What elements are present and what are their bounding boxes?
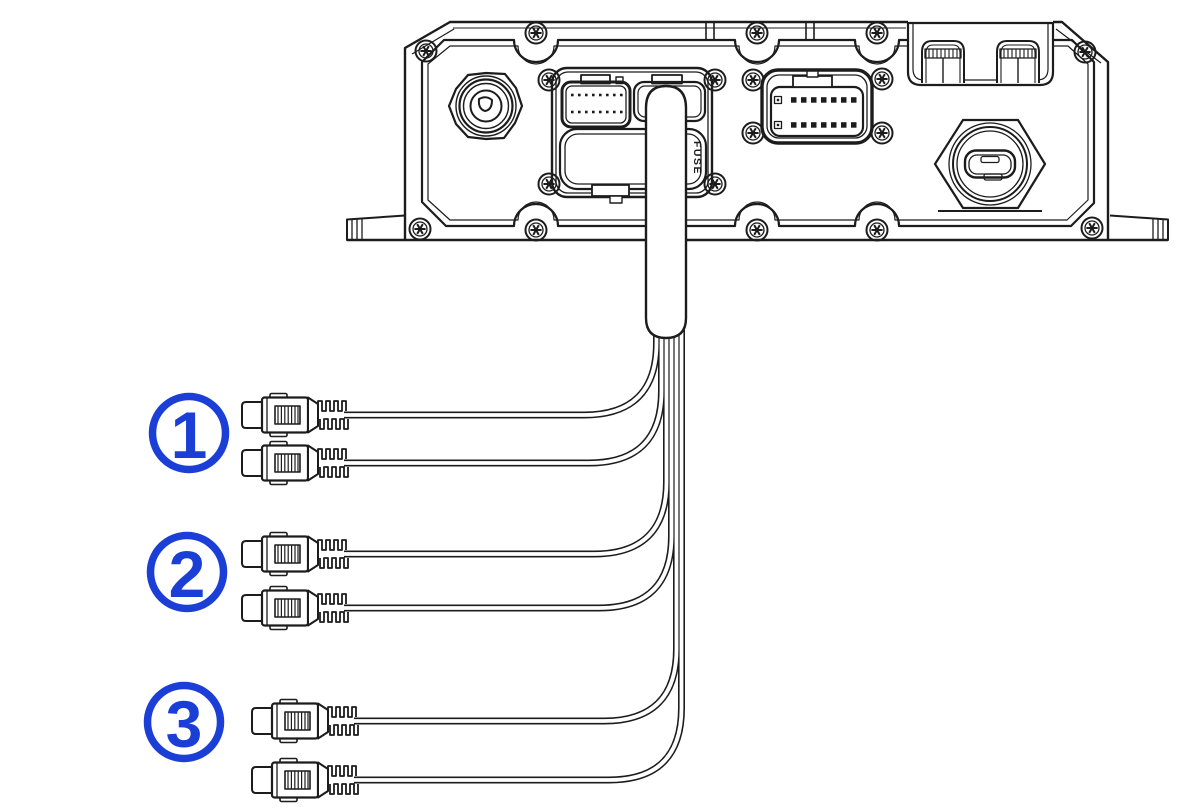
center-connector-block: FUSE <box>550 66 714 204</box>
pin-connector-b <box>760 68 874 145</box>
rca-pair-3 <box>250 698 360 803</box>
wire-harness <box>344 326 685 784</box>
rca-connector-2a <box>240 531 350 577</box>
callout-1: 1 <box>148 392 230 474</box>
callout-3-ring <box>143 681 225 763</box>
rca-connector-1b <box>240 440 350 486</box>
rca-pair-1 <box>240 392 350 486</box>
device-outline-left <box>403 20 908 240</box>
callout-3-number: 3 <box>166 687 203 761</box>
rca-connector-2b <box>240 585 350 631</box>
face-plate <box>420 38 1096 228</box>
top-strip-dividers <box>705 22 815 40</box>
fuse-holder-block <box>906 21 1055 87</box>
callout-3: 3 <box>143 681 225 763</box>
callout-1-number: 1 <box>171 398 208 472</box>
power-connector <box>558 127 708 204</box>
usb-connector <box>933 118 1047 212</box>
antenna-connector <box>447 71 524 141</box>
pin-rows <box>773 95 857 130</box>
fuse-holder-1 <box>921 40 965 83</box>
pin-connector-a <box>560 74 632 129</box>
mounting-tab-left <box>346 214 406 241</box>
callout-2: 2 <box>146 531 228 613</box>
rca-connector-3b <box>250 757 360 803</box>
mounting-tab-right <box>1109 214 1169 241</box>
callout-2-ring <box>146 531 228 613</box>
callout-2-number: 2 <box>169 537 206 611</box>
device-rear-panel: FUSE <box>346 20 1169 242</box>
rca-connector-3a <box>250 698 360 744</box>
fuse-holder-2 <box>996 40 1040 83</box>
keyway <box>477 96 493 112</box>
pin-row <box>571 93 623 114</box>
callout-1-ring <box>148 392 230 474</box>
fuse-label: FUSE <box>691 141 703 175</box>
rca-pair-2 <box>240 531 350 631</box>
rca-connector-1a <box>240 392 350 438</box>
main-cable <box>644 84 688 340</box>
